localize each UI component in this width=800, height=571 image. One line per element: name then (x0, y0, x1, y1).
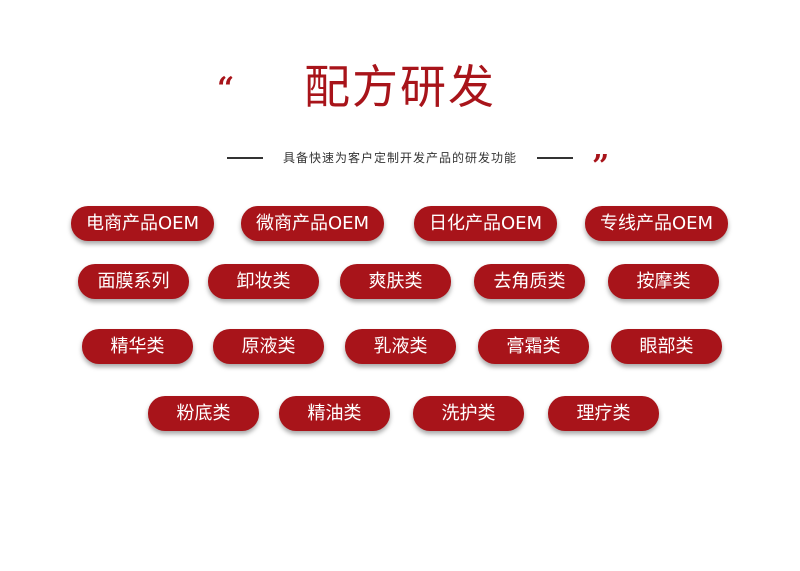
tag-daily-chemical-oem[interactable]: 日化产品OEM (414, 206, 557, 241)
tag-eye-care[interactable]: 眼部类 (611, 329, 722, 364)
tag-lotion[interactable]: 乳液类 (345, 329, 456, 364)
tag-therapy[interactable]: 理疗类 (548, 396, 659, 431)
tag-cream[interactable]: 膏霜类 (478, 329, 589, 364)
right-divider (537, 156, 573, 159)
tag-ecommerce-oem[interactable]: 电商产品OEM (71, 206, 214, 241)
close-quote-mark: ” (592, 149, 610, 184)
tag-toner[interactable]: 爽肤类 (340, 264, 451, 299)
tag-specialty-line-oem[interactable]: 专线产品OEM (585, 206, 728, 241)
page-subtitle: 具备快速为客户定制开发产品的研发功能 (282, 151, 517, 165)
tag-essential-oil[interactable]: 精油类 (279, 396, 390, 431)
subtitle-row: 具备快速为客户定制开发产品的研发功能 (0, 149, 800, 166)
tag-exfoliator[interactable]: 去角质类 (474, 264, 585, 299)
tag-essence[interactable]: 精华类 (82, 329, 193, 364)
tag-facial-mask[interactable]: 面膜系列 (78, 264, 189, 299)
tag-makeup-remover[interactable]: 卸妆类 (208, 264, 319, 299)
open-quote-mark: “ (217, 71, 235, 106)
left-divider (226, 156, 263, 159)
tag-wash-care[interactable]: 洗护类 (413, 396, 524, 431)
tag-wechat-oem[interactable]: 微商产品OEM (241, 206, 384, 241)
tag-ampoule[interactable]: 原液类 (213, 329, 324, 364)
tag-massage[interactable]: 按摩类 (608, 264, 719, 299)
tag-foundation[interactable]: 粉底类 (148, 396, 259, 431)
page-title: 配方研发 (304, 60, 496, 114)
